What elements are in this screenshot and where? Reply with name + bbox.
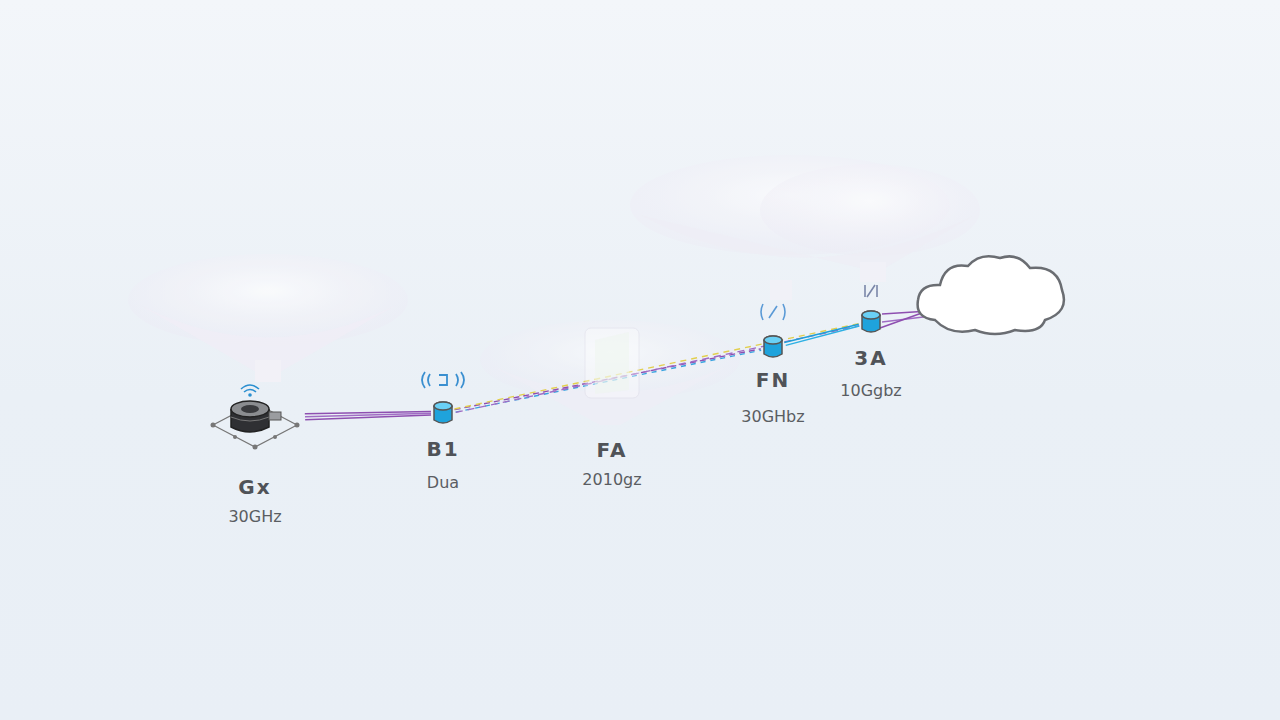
- link-line: [454, 324, 858, 409]
- network-node: Gx30GHz: [205, 383, 305, 453]
- node-frequency: 30GHbz: [741, 407, 804, 426]
- link-line: [305, 415, 431, 420]
- network-node: B1Dua: [431, 400, 455, 426]
- node-icon: [859, 309, 883, 335]
- node-frequency: 10Ggbz: [840, 381, 901, 400]
- faint-dish: [480, 320, 740, 425]
- faint-dish: [128, 254, 408, 382]
- node-name: Gx: [238, 475, 271, 499]
- link-line: [786, 326, 859, 345]
- node-icon: [205, 383, 305, 453]
- node-icon: [431, 400, 455, 426]
- network-node: 3A10Ggbz: [859, 309, 883, 335]
- node-name: FN: [756, 368, 790, 392]
- node-icon: [761, 334, 785, 360]
- node-name: B1: [426, 437, 459, 461]
- network-link: [784, 324, 859, 345]
- faint-dish: [630, 155, 980, 300]
- network-node: FN30GHbz: [761, 334, 785, 360]
- node-frequency: 2010gz: [582, 470, 641, 489]
- link-line: [784, 324, 859, 342]
- network-node: FA2010gz: [577, 350, 647, 420]
- network-link: [454, 324, 859, 413]
- cloud-symbol: [918, 256, 1064, 334]
- node-icon: [577, 350, 647, 420]
- node-frequency: Dua: [427, 473, 459, 492]
- node-name: 3A: [854, 346, 887, 370]
- node-frequency: 30GHz: [228, 507, 281, 526]
- node-name: FA: [597, 438, 628, 462]
- network-link: [305, 412, 431, 420]
